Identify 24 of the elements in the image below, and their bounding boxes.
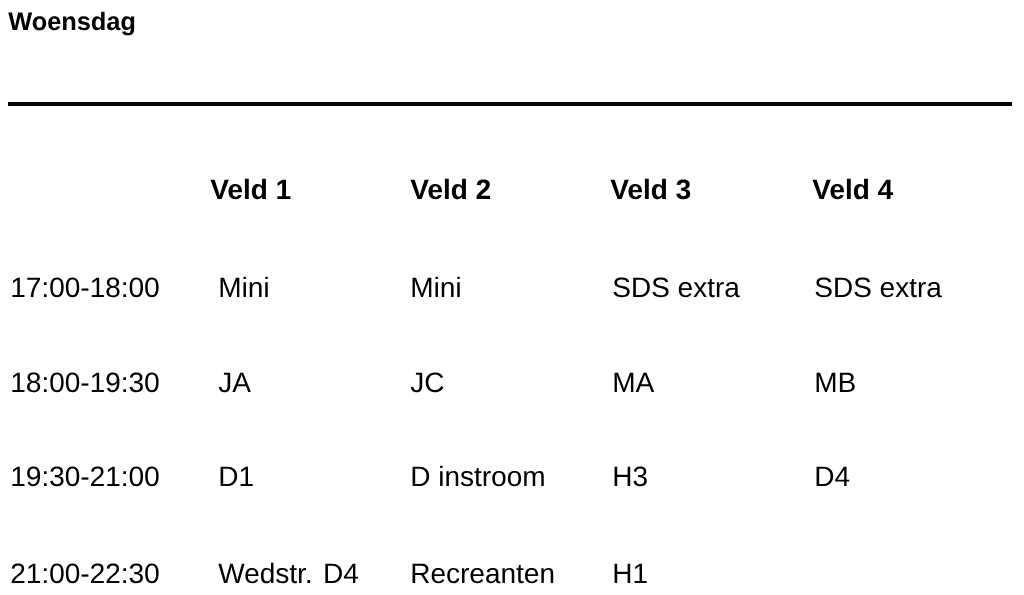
time-label: 17:00-18:00 xyxy=(12,277,159,298)
schedule-entry: Wedstr. D4 xyxy=(218,562,358,584)
schedule-entry: SDS extra xyxy=(815,277,942,298)
schedule-entry: MA xyxy=(614,372,655,392)
schedule-entry: Mini xyxy=(220,276,268,297)
schedule-entry: JC xyxy=(410,372,444,393)
schedule-entry: MB xyxy=(816,372,855,392)
column-header: Veld 1 xyxy=(210,178,291,200)
time-label: 18:00-19:30 xyxy=(12,372,159,393)
schedule-entry: D4 xyxy=(816,466,850,486)
column-header: Veld 3 xyxy=(610,178,691,200)
time-label: 19:30-21:00 xyxy=(12,466,159,487)
schedule-entry: JA xyxy=(218,372,251,393)
title: Woensdag xyxy=(8,11,135,36)
column-header: Veld 2 xyxy=(410,178,491,200)
schedule-entry: Mini xyxy=(412,276,460,297)
time-label: 21:00-22:30 xyxy=(11,563,159,584)
schedule-entry: Recreanten xyxy=(412,563,554,584)
schedule-entry: D1 xyxy=(220,466,253,486)
schedule-entry: D instroom xyxy=(412,465,544,487)
schedule-entry: SDS extra xyxy=(613,277,740,298)
column-header: Veld 4 xyxy=(812,178,894,200)
schedule-entry: H3 xyxy=(614,466,647,487)
schedule-entry: H1 xyxy=(614,563,647,583)
